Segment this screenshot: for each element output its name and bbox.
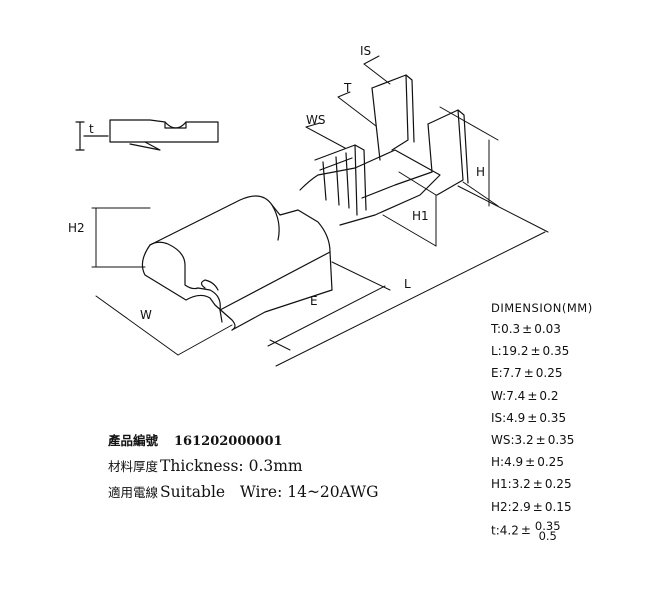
dim-pm: ± <box>527 410 538 425</box>
dim-label: H: <box>491 455 505 470</box>
insulation-crimp <box>371 74 469 196</box>
dim-tol: 0.35 <box>539 410 567 425</box>
dim-tol: 0.2 <box>539 388 559 403</box>
dim-label: T: <box>491 322 502 336</box>
wire-text: Suitable Wire: 14~20AWG <box>160 483 379 501</box>
dim-pm: ± <box>532 499 543 514</box>
label-WS: WS <box>306 113 325 127</box>
dim-label: IS: <box>491 410 507 425</box>
label-H2: H2 <box>68 221 85 235</box>
dimension-row: IS:4.9±0.35 <box>491 410 651 432</box>
dim-label: L: <box>491 344 502 359</box>
label-E: E <box>310 294 318 308</box>
dimension-row: W:7.4±0.2 <box>491 388 651 410</box>
dim-pm: ± <box>535 432 546 447</box>
dim-value: 4.9 <box>506 410 526 425</box>
dim-label: H2: <box>491 499 512 514</box>
label-T: T <box>343 81 352 95</box>
part-number: 161202000001 <box>174 434 283 449</box>
dim-label: W: <box>491 388 507 403</box>
dimension-row: H1:3.2±0.25 <box>491 476 651 498</box>
dim-tol: 0.25 <box>535 366 563 381</box>
dimension-title: DIMENSIΟN(MM) <box>491 301 593 315</box>
dim-value: 7.7 <box>502 366 522 381</box>
label-W: W <box>140 308 152 322</box>
dim-value: 19.2 <box>501 344 529 359</box>
dimension-row: H2:2.9±0.15 <box>491 499 651 521</box>
dimension-row: E:7.7±0.25 <box>491 365 651 387</box>
dim-pm: ± <box>522 322 533 336</box>
label-t: t <box>89 122 94 136</box>
dim-pm: ± <box>530 344 541 359</box>
dim-tol: 0.25 <box>544 477 572 492</box>
dimension-row: WS:3.2±0.35 <box>491 432 651 454</box>
label-H: H <box>476 165 485 179</box>
thickness-label: 材料厚度 <box>108 459 159 474</box>
dim-pm: ± <box>520 523 531 538</box>
receptacle-body <box>141 195 333 331</box>
dimension-row: H:4.9±0.25 <box>491 454 651 476</box>
dim-pm: ± <box>525 455 536 470</box>
dimension-table: DIMENSIΟN(MM) T:0.3±0.03 L:19.2±0.35 E:7… <box>491 301 651 543</box>
t-dimension-line <box>75 121 85 151</box>
dim-value: 0.3 <box>501 322 521 336</box>
dim-label: WS: <box>491 432 515 447</box>
side-profile-view <box>109 119 219 151</box>
part-number-row: 產品編號 161202000001 <box>108 430 379 456</box>
dim-value: 4.9 <box>504 455 524 470</box>
dim-tol: 0.25 <box>537 455 564 470</box>
dim-tol: 0.03 <box>534 322 561 336</box>
dim-tol: 0.15 <box>544 499 572 514</box>
dimension-row: T:0.3±0.03 <box>491 321 651 343</box>
dim-value: 7.4 <box>506 388 526 403</box>
wire-label: 適用電線 <box>108 485 159 500</box>
label-H1: H1 <box>412 209 429 223</box>
dim-pm: ± <box>527 388 538 403</box>
dim-pm: ± <box>523 366 534 381</box>
dimension-lines <box>91 55 549 367</box>
dim-label: E: <box>491 366 503 381</box>
dim-value: 4.2 <box>499 523 519 538</box>
label-IS: IS <box>360 44 371 58</box>
dim-value: 2.9 <box>511 499 531 514</box>
label-L: L <box>404 277 411 291</box>
part-label: 產品編號 <box>108 433 159 448</box>
dim-value: 3.2 <box>514 432 534 447</box>
dim-tol-upper: 0.35 <box>534 518 561 533</box>
dim-label: H1: <box>491 477 512 492</box>
wire-crimp <box>314 144 367 216</box>
dim-tol: 0.35 <box>542 344 570 359</box>
dim-label: t: <box>491 523 500 538</box>
dim-tol-lower: 0.5 <box>538 528 557 543</box>
dim-tol: 0.35 <box>547 432 575 447</box>
dimension-row: L:19.2±0.35 <box>491 343 651 365</box>
thickness-text: Thickness: 0.3mm <box>160 457 303 475</box>
dim-value: 3.2 <box>511 477 531 492</box>
dim-pm: ± <box>532 477 543 492</box>
